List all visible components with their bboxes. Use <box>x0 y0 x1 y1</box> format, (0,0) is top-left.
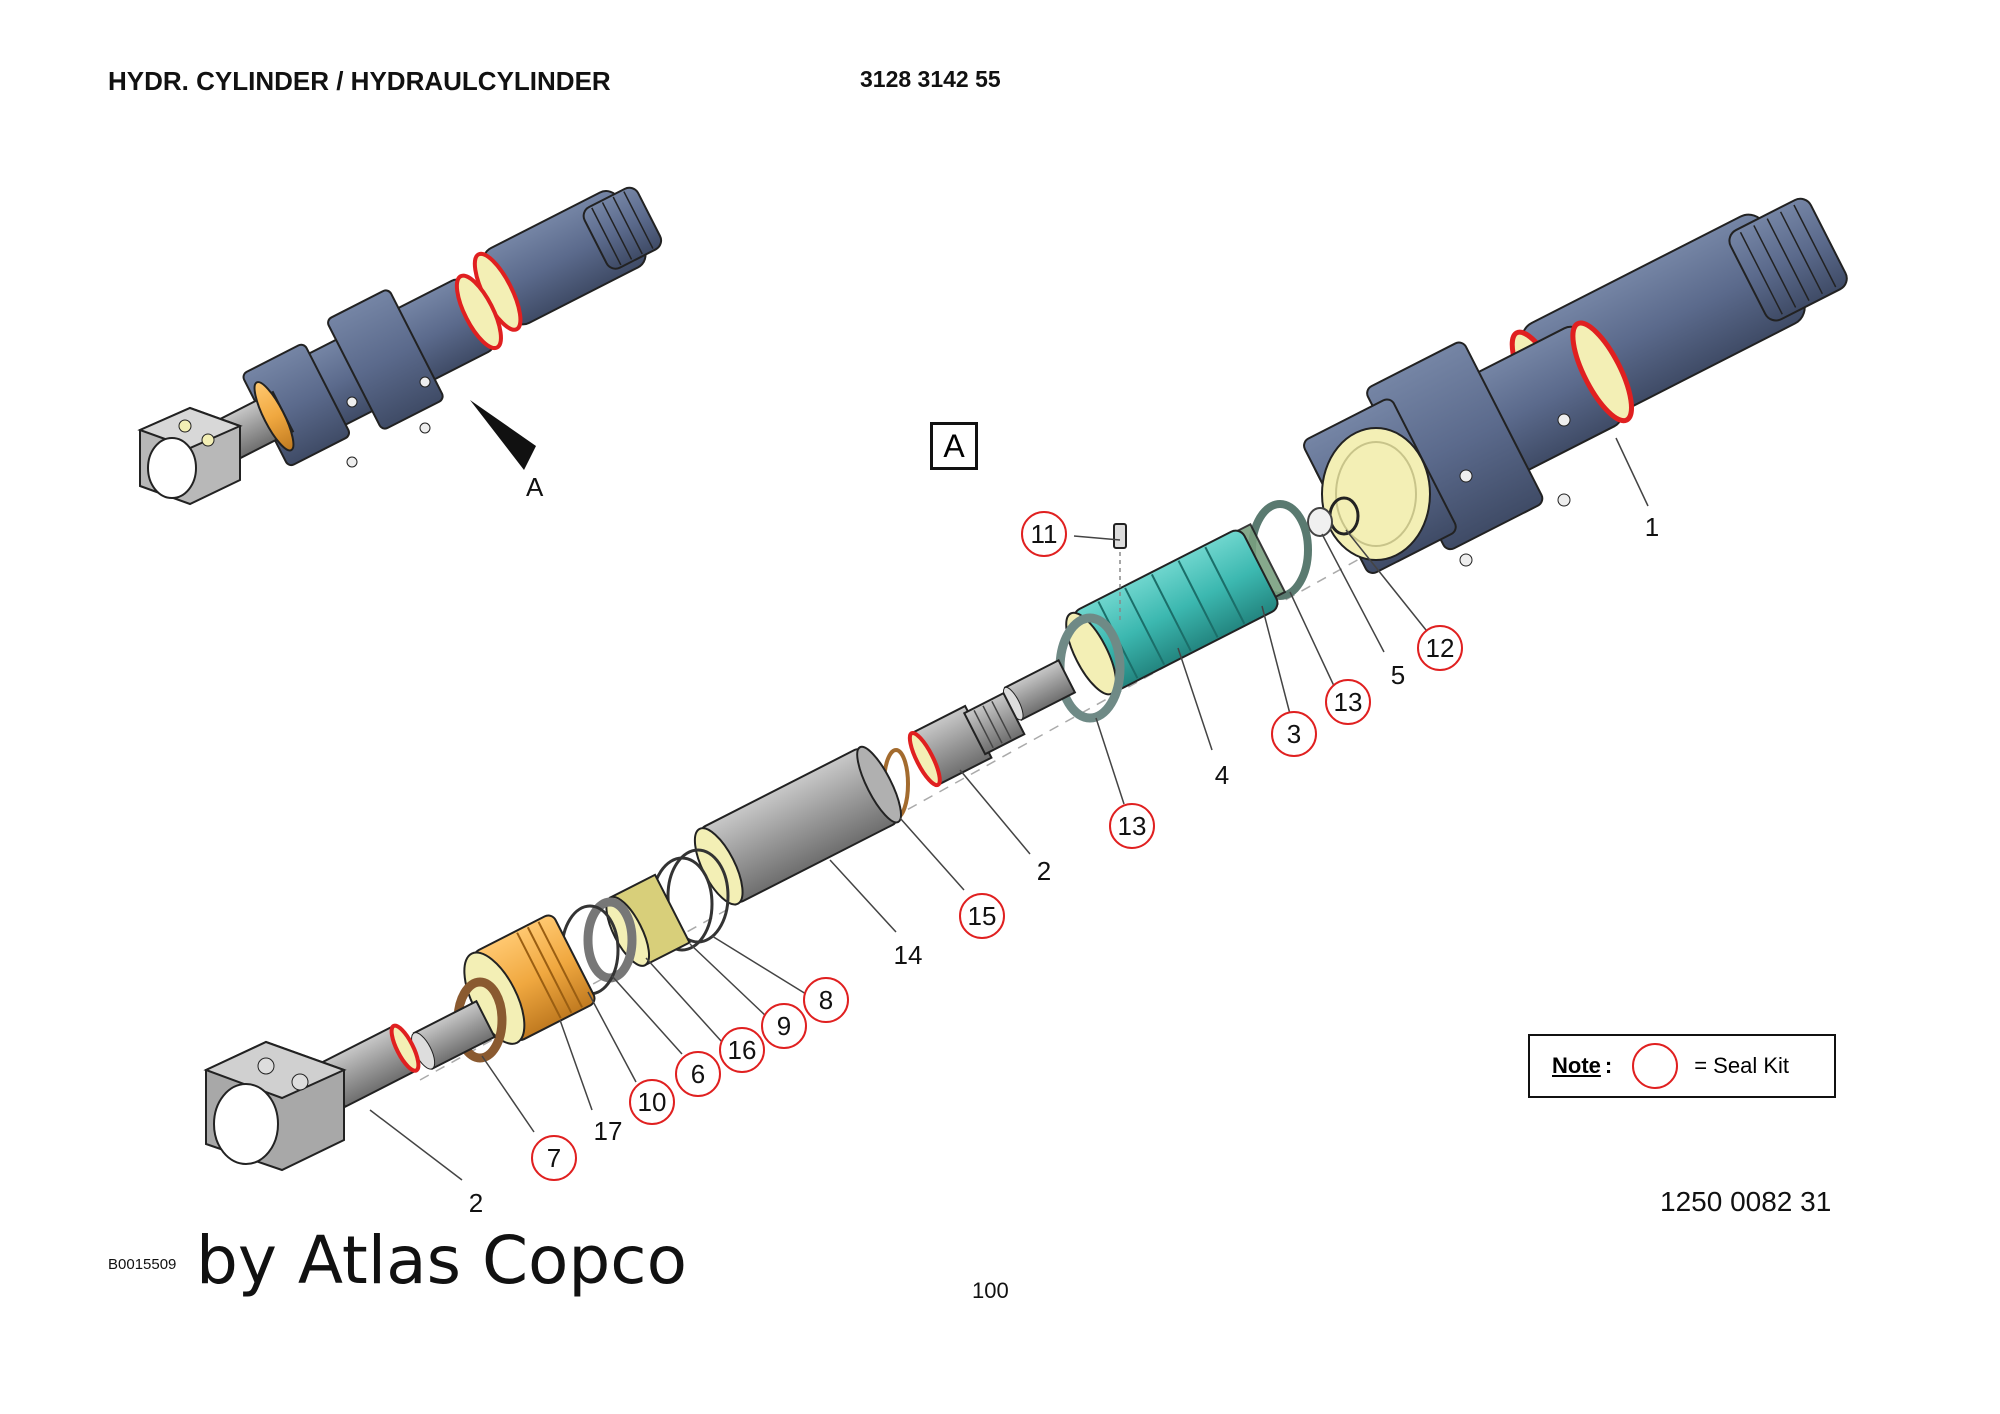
note-label: Note <box>1552 1053 1601 1078</box>
document-id: B0015509 <box>108 1256 177 1273</box>
callout-6: 6 <box>691 1059 705 1089</box>
callout-circle-7 <box>531 1135 577 1181</box>
part-2-rod-eye <box>203 1023 421 1172</box>
callout-2-connector: 2 <box>1037 856 1051 886</box>
callout-4: 4 <box>1215 760 1229 790</box>
overview-cylinder <box>137 186 663 506</box>
callout-2-rod-eye: 2 <box>469 1188 483 1218</box>
callout-8: 8 <box>819 985 833 1015</box>
callout-circle-8 <box>803 977 849 1023</box>
callout-circle-11 <box>1021 511 1067 557</box>
watermark: by Atlas Copco <box>196 1222 687 1299</box>
part-1-cylinder-body <box>1303 197 1848 574</box>
reference-number: 1250 0082 31 <box>1660 1186 1832 1217</box>
callout-13-lower: 13 <box>1118 811 1147 841</box>
callout-circle-13-lower <box>1109 803 1155 849</box>
seal-kit-legend: Note : = Seal Kit <box>1528 1034 1836 1098</box>
callout-15: 15 <box>968 901 997 931</box>
callout-5: 5 <box>1391 660 1405 690</box>
callout-circle-10 <box>629 1079 675 1125</box>
part-14-sleeve <box>693 745 902 906</box>
callout-10: 10 <box>638 1087 667 1117</box>
seal-kit-circle-icon <box>1632 1043 1679 1089</box>
detail-marker: A <box>930 422 978 470</box>
callout-17: 17 <box>594 1116 623 1146</box>
part-number: 3128 3142 55 <box>860 66 1001 92</box>
callout-circle-13-upper <box>1325 679 1371 725</box>
callout-9: 9 <box>777 1011 791 1041</box>
callout-1: 1 <box>1645 512 1659 542</box>
note-text: = Seal Kit <box>1694 1053 1789 1078</box>
callout-circle-16 <box>719 1027 765 1073</box>
callout-3: 3 <box>1287 719 1301 749</box>
arrow-label: A <box>526 472 544 502</box>
callout-circle-9 <box>761 1003 807 1049</box>
note-colon: : <box>1604 1053 1613 1078</box>
callout-11: 11 <box>1031 519 1058 549</box>
callout-circle-3 <box>1271 711 1317 757</box>
callout-circle-15 <box>959 893 1005 939</box>
callout-14: 14 <box>894 940 923 970</box>
page-number: 100 <box>972 1278 1009 1303</box>
page-title: HYDR. CYLINDER / HYDRAULCYLINDER <box>108 66 611 96</box>
callout-13-upper: 13 <box>1334 687 1363 717</box>
callout-16: 16 <box>728 1035 757 1065</box>
callout-circle-6 <box>675 1051 721 1097</box>
callout-12: 12 <box>1426 633 1455 663</box>
callout-circle-12 <box>1417 625 1463 671</box>
callout-7: 7 <box>547 1143 561 1173</box>
part-2-connector <box>907 691 1026 788</box>
